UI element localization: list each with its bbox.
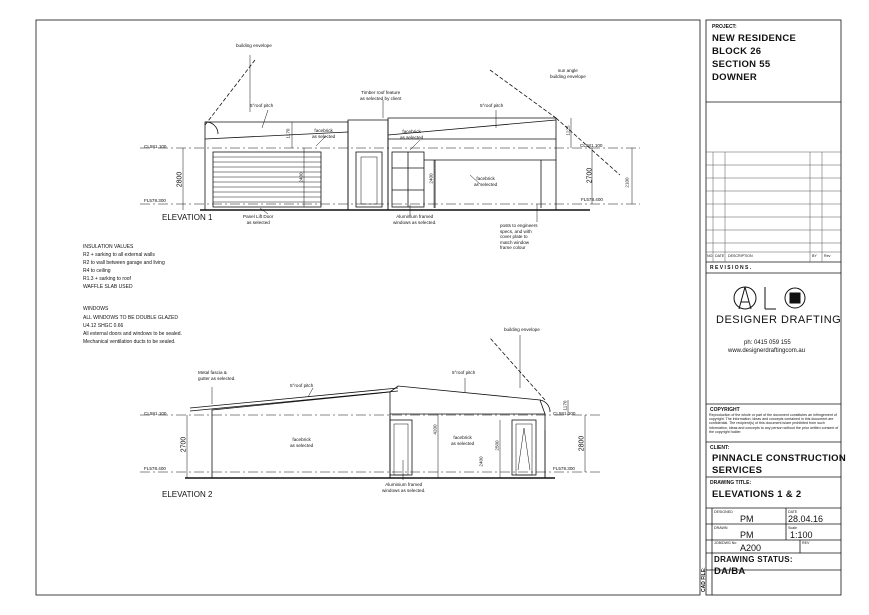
e2-building-envelope: building envelope (504, 327, 540, 332)
e1-facebrick-2: facebrick as selected (400, 129, 424, 140)
e2-roof-pitch-right: 5°roof pitch (452, 370, 476, 375)
e1-roof-pitch-left: 5°roof pitch (250, 103, 274, 108)
e1-dim-2400b: 2400 (428, 173, 434, 184)
company-web: www.designerdraftingcom.au (728, 348, 806, 354)
elevation-2-title: ELEVATION 2 (162, 490, 213, 499)
insulation-line-4: R1.3 + sarking to roof (83, 276, 131, 282)
e2-dim-2800: 2800 (578, 435, 586, 452)
e1-dim-1170: 1170 (285, 128, 291, 139)
e2-cl-left: CL581.100 (144, 411, 167, 416)
copyright-title: COPYRIGHT (710, 407, 740, 413)
cad-file-label: CAD FILE: (701, 567, 707, 592)
windows-line-3: All external doors and windows to be sea… (83, 331, 182, 337)
client-line-2: SERVICES (712, 465, 763, 476)
e1-facebrick-1: facebrick as selected (312, 128, 336, 139)
e1-cl-left: CL581.100 (144, 144, 167, 149)
e1-dim-2100: 2100 (624, 177, 630, 188)
project-line-1: NEW RESIDENCE (712, 33, 797, 44)
copyright-text: Reproduction of the whole or part of the… (709, 413, 839, 434)
e1-cl-right: CL581.100 (580, 143, 603, 148)
date-label: DATE (788, 510, 798, 514)
e2-dim-1170: 1170 (562, 400, 568, 411)
e2-roof-pitch-left: 5°roof pitch (290, 383, 314, 388)
designed-value: PM (740, 514, 754, 524)
status-value: DA/BA (714, 566, 746, 577)
insulation-line-1: R2 + sarking to all external walls (83, 252, 155, 258)
windows-title: WINDOWS (83, 306, 109, 312)
e1-building-envelope: building envelope (236, 43, 272, 48)
e1-roof-pitch-right: 5°roof pitch (480, 103, 504, 108)
e2-facebrick-2: facebrick as selected (451, 435, 475, 446)
e1-timber-roof: Timber roof feature as selected by clien… (360, 90, 402, 101)
e2-cl-right: CL581.100 (553, 411, 576, 416)
rev-col-date: DATE (715, 254, 725, 258)
elevation-1-title: ELEVATION 1 (162, 213, 213, 222)
company-name: DESIGNER DRAFTING (716, 314, 842, 326)
status-label: DRAWING STATUS: (714, 555, 793, 564)
e2-dim-2700: 2700 (180, 436, 188, 453)
project-line-2: BLOCK 26 (712, 46, 762, 57)
e1-fl-left: FL578.300 (144, 198, 166, 203)
e2-dim-2500: 2500 (494, 440, 500, 451)
e2-fl-left: FL578.400 (144, 466, 166, 471)
client-label: CLIENT: (710, 445, 730, 451)
title-block-border (705, 19, 842, 596)
e2-aluminium-windows: Aluminium framed windows as selected. (382, 482, 426, 493)
project-line-4: DOWNER (712, 72, 758, 83)
insulation-title: INSULATION VALUES (83, 244, 134, 250)
drawn-value: PM (740, 530, 754, 540)
windows-line-1: ALL WINDOWS TO BE DOUBLE GLAZED (83, 315, 178, 321)
rev-col-no: NO. (707, 254, 714, 258)
e1-facebrick-3: facebrick as selected (474, 176, 498, 187)
insulation-line-5: WAFFLE SLAB USED (83, 284, 133, 290)
drawn-label: DRAWN (714, 526, 728, 530)
e2-facebrick-1: facebrick as selected (290, 437, 314, 448)
e2-metal-fascia: Metal fascia & gutter as selected. (198, 370, 236, 381)
designer-drafting-logo (733, 286, 806, 310)
windows-line-4: Mechanical ventilation ducts to be seale… (83, 339, 176, 345)
job-label: JOB/DWG No (714, 541, 737, 545)
company-phone: ph: 0415 059 155 (744, 340, 791, 346)
rev-col-desc: DESCRIPTION (728, 254, 753, 258)
e2-fl-right: FL578.300 (553, 466, 575, 471)
elevation-1-linework (140, 55, 640, 222)
job-value: A200 (740, 543, 762, 553)
e1-dim-2400a: 2400 (298, 172, 304, 183)
e1-panel-lift-door: Panel Lift Door as selected (243, 214, 274, 225)
e1-aluminium-windows: Aluminium framed windows as selected. (393, 214, 437, 225)
elevation-2-linework (140, 335, 600, 480)
e2-dim-2400: 2400 (478, 456, 484, 467)
rev-col-by: BY (812, 254, 817, 258)
project-line-3: SECTION 55 (712, 59, 771, 70)
e1-fl-right: FL578.400 (581, 197, 603, 202)
e2-dim-4200: 4200 (432, 424, 438, 435)
scale-value: 1:100 (790, 530, 813, 540)
client-line-1: PINNACLE CONSTRUCTION (712, 453, 847, 464)
drawing-border (35, 19, 701, 596)
e1-dim-2700: 2700 (586, 167, 594, 184)
windows-line-2: U4.12 SHGC 0.66 (83, 323, 124, 329)
drawing-title: ELEVATIONS 1 & 2 (712, 489, 802, 500)
rev-col-rev: Rev (824, 254, 831, 258)
date-value: 28.04.16 (788, 514, 824, 524)
revisions-title: R E V I S I O N S . (710, 265, 752, 271)
rev-label: REV (802, 541, 810, 545)
project-label: PROJECT: (712, 24, 737, 30)
e1-dim-1225: 1225 (565, 125, 571, 136)
designed-label: DESIGNED (714, 510, 733, 514)
e1-dim-2800: 2800 (176, 171, 184, 188)
e1-posts-note: posts to engineers specs, and with cover… (500, 223, 538, 251)
drawing-title-label: DRAWING TITLE: (710, 480, 752, 486)
e1-sun-angle: sun angle building envelope (550, 68, 586, 79)
scale-label: Scale (788, 526, 797, 530)
insulation-line-2: R2 to wall between garage and living (83, 260, 165, 266)
insulation-line-3: R4 to ceiling (83, 268, 111, 274)
